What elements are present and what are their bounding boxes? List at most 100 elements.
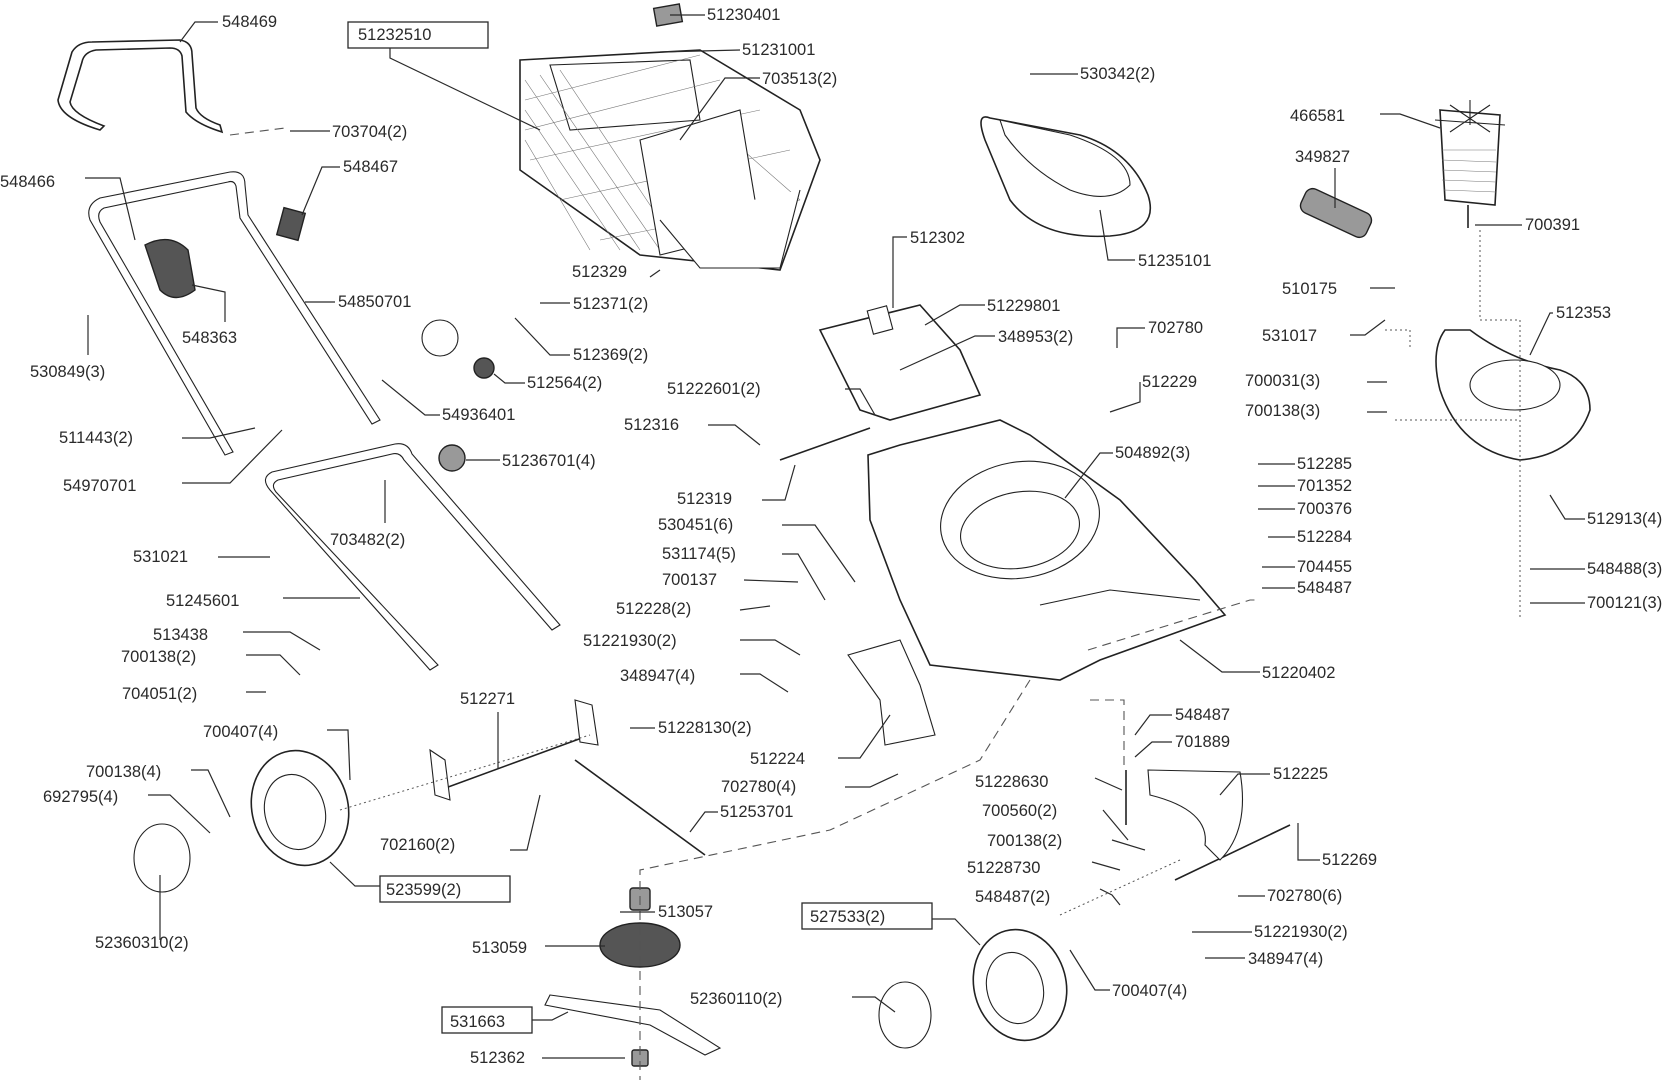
leader-line — [649, 269, 661, 278]
part-label-512369: 512369(2) — [573, 346, 648, 364]
leader-line — [1099, 209, 1135, 261]
leader-line — [191, 284, 226, 322]
part-label-548488: 548488(3) — [1587, 560, 1662, 578]
part-label-512271: 512271 — [460, 690, 515, 708]
part-label-531174: 531174(5) — [662, 545, 736, 563]
leader-line — [932, 918, 981, 946]
assembly-line — [339, 734, 591, 811]
part-label-531017: 531017 — [1262, 327, 1317, 345]
leader-line — [532, 1011, 569, 1021]
motor — [1434, 100, 1506, 228]
part-label-51228130: 51228130(2) — [658, 719, 752, 737]
part-label-704455: 704455 — [1297, 558, 1352, 576]
part-label-530849: 530849(3) — [30, 363, 105, 381]
assembly-line — [229, 127, 286, 136]
leader-line — [689, 811, 718, 833]
leader-line — [659, 49, 741, 53]
part-label-54936401: 54936401 — [442, 406, 515, 424]
part-illustrations — [57, 3, 1591, 1067]
part-label-700391: 700391 — [1525, 216, 1580, 234]
part-label-51222601: 51222601(2) — [667, 380, 761, 398]
rear-axle — [439, 734, 591, 791]
leader-line — [1549, 494, 1585, 520]
part-label-700407b: 700407(4) — [1112, 982, 1187, 1000]
part-label-54850701: 54850701 — [338, 293, 411, 311]
leader-line — [1380, 113, 1441, 129]
adjust-gear — [438, 444, 466, 472]
part-label-510175: 510175 — [1282, 280, 1337, 298]
leader-line — [1102, 809, 1129, 841]
capacitor — [1299, 187, 1373, 239]
leader-line — [191, 769, 231, 818]
mulch-plate-512225 — [1147, 769, 1243, 861]
part-label-702780_6: 702780(6) — [1267, 887, 1342, 905]
leader-line — [1134, 741, 1172, 758]
leader-line — [845, 773, 899, 788]
part-label-548469: 548469 — [222, 13, 277, 31]
leader-line — [740, 673, 789, 693]
part-label-51231001: 51231001 — [742, 41, 815, 59]
part-label-box — [379, 875, 511, 903]
leader-line — [1064, 452, 1113, 499]
lower-handle — [264, 443, 561, 671]
part-label-512229: 512229 — [1142, 373, 1197, 391]
assembly-line — [1087, 599, 1255, 651]
assembly-lines — [229, 127, 1521, 1080]
part-label-700138_2b: 700138(2) — [987, 832, 1062, 850]
part-label-702780_4: 702780(4) — [721, 778, 796, 796]
part-label-513059: 513059 — [472, 939, 527, 957]
part-label-51221930b: 51221930(2) — [1254, 923, 1348, 941]
rear-flap — [818, 304, 982, 421]
part-label-512302: 512302 — [910, 229, 965, 247]
leader-line — [493, 373, 525, 384]
leader-line — [182, 427, 256, 439]
front-wheel-hub — [985, 951, 1045, 1025]
assembly-line — [1479, 230, 1521, 620]
part-label-530342: 530342(2) — [1080, 65, 1155, 83]
leader-line — [1529, 312, 1553, 356]
leader-line — [514, 317, 570, 356]
part-label-513057: 513057 — [658, 903, 713, 921]
leader-line — [740, 639, 801, 656]
leader-line — [1109, 382, 1141, 413]
part-label-692795: 692795(4) — [43, 788, 118, 806]
assembly-line — [1059, 859, 1181, 916]
part-label-512224: 512224 — [750, 750, 805, 768]
flap-handle-512302 — [866, 305, 894, 335]
part-label-51221930a: 51221930(2) — [583, 632, 677, 650]
leader-line — [243, 631, 321, 651]
part-label-512371: 512371(2) — [573, 295, 648, 313]
part-label-700138_2a: 700138(2) — [121, 648, 196, 666]
upper-handle-bar — [57, 39, 224, 134]
part-label-512284: 512284 — [1297, 528, 1352, 546]
leader-line — [1099, 888, 1121, 906]
leader-line — [148, 794, 211, 834]
leader-line — [899, 335, 995, 371]
part-label-52360310: 52360310(2) — [95, 934, 189, 952]
part-label-348953: 348953(2) — [998, 328, 1073, 346]
part-label-704051: 704051(2) — [122, 685, 197, 703]
part-label-51232510: 51232510 — [358, 26, 431, 44]
part-label-349827: 349827 — [1295, 148, 1350, 166]
assembly-line — [639, 679, 1031, 1080]
part-label-700031: 700031(3) — [1245, 372, 1320, 390]
part-label-702780: 702780 — [1148, 319, 1203, 337]
part-label-box — [347, 21, 489, 49]
part-label-512316: 512316 — [624, 416, 679, 434]
rear-axle-bracket-left — [429, 748, 451, 801]
rear-wheel-hub — [263, 773, 327, 851]
front-hubcap — [878, 981, 932, 1049]
leader-line — [679, 77, 760, 141]
part-label-511443: 511443(2) — [59, 429, 133, 447]
part-label-523599: 523599(2) — [386, 881, 461, 899]
part-label-512269: 512269 — [1322, 851, 1377, 869]
part-label-512319: 512319 — [677, 490, 732, 508]
rear-bar — [574, 759, 706, 856]
front-axle — [1174, 824, 1291, 881]
part-label-54970701: 54970701 — [63, 477, 136, 495]
spring-rod — [779, 427, 871, 461]
part-label-700138_4: 700138(4) — [86, 763, 161, 781]
part-label-700407a: 700407(4) — [203, 723, 278, 741]
part-label-548487a: 548487 — [1297, 579, 1352, 597]
part-label-703513: 703513(2) — [762, 70, 837, 88]
